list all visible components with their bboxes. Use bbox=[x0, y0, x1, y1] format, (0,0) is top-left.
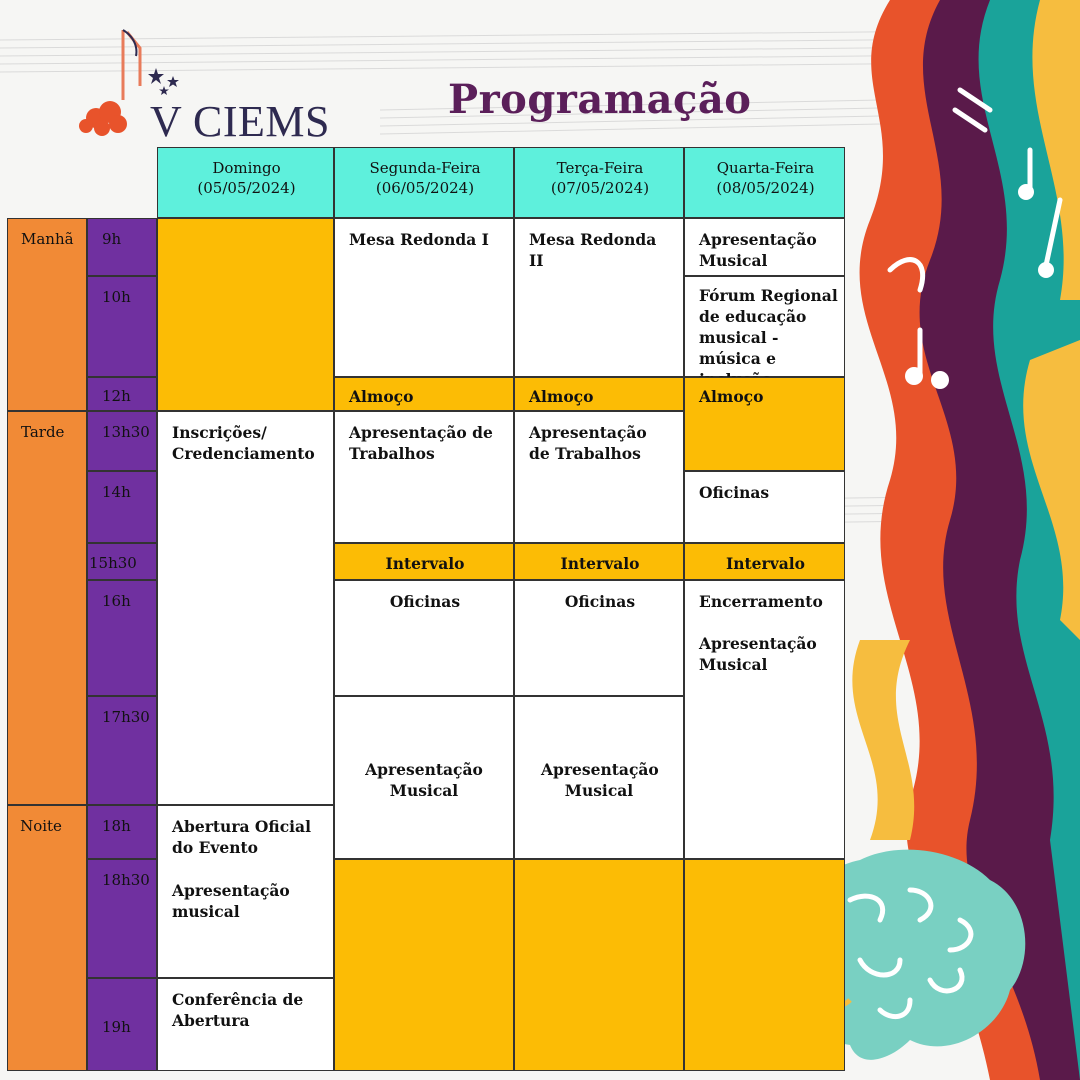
time-9h: 9h bbox=[87, 218, 157, 276]
day-header-monday: Segunda-Feira (06/05/2024) bbox=[334, 147, 514, 218]
wednesday-evening-block bbox=[684, 859, 845, 1071]
time-16h: 16h bbox=[87, 580, 157, 696]
tuesday-papers: Apresentação de Trabalhos bbox=[514, 411, 684, 543]
time-14h: 14h bbox=[87, 471, 157, 543]
monday-evening-block bbox=[334, 859, 514, 1071]
tuesday-evening-block bbox=[514, 859, 684, 1071]
wednesday-workshops: Oficinas bbox=[684, 471, 845, 543]
period-afternoon: Tarde bbox=[7, 411, 87, 805]
day-name: Quarta-Feira bbox=[716, 159, 815, 177]
tuesday-workshops: Oficinas bbox=[514, 580, 684, 696]
time-17h30: 17h30 bbox=[87, 696, 157, 805]
sunday-registration: Inscrições/ Credenciamento bbox=[157, 411, 334, 805]
time-12h: 12h bbox=[87, 377, 157, 411]
day-date: (08/05/2024) bbox=[716, 179, 815, 197]
tuesday-lunch: Almoço bbox=[514, 377, 684, 411]
time-18h30: 18h30 bbox=[87, 859, 157, 978]
closing-music-label: Apresentação Musical bbox=[699, 634, 817, 674]
opening-music-label: Apresentação musical bbox=[172, 881, 290, 921]
day-name: Domingo bbox=[212, 159, 281, 177]
time-10h: 10h bbox=[87, 276, 157, 377]
monday-round-table: Mesa Redonda I bbox=[334, 218, 514, 377]
monday-lunch: Almoço bbox=[334, 377, 514, 411]
day-header-sunday: Domingo (05/05/2024) bbox=[157, 147, 334, 218]
time-13h30: 13h30 bbox=[87, 411, 157, 471]
time-19h: 19h bbox=[87, 978, 157, 1071]
tuesday-music: Apresentação Musical bbox=[514, 696, 684, 859]
sunday-opening: Abertura Oficial do Evento Apresentação … bbox=[157, 805, 334, 978]
sunday-conference: Conferência de Abertura bbox=[157, 978, 334, 1071]
monday-workshops: Oficinas bbox=[334, 580, 514, 696]
wednesday-forum: Fórum Regional de educação musical - mús… bbox=[684, 276, 845, 389]
monday-papers: Apresentação de Trabalhos bbox=[334, 411, 514, 543]
opening-label: Abertura Oficial do Evento bbox=[172, 817, 311, 857]
time-18h: 18h bbox=[87, 805, 157, 859]
period-morning: Manhã bbox=[7, 218, 87, 411]
logo-text: V CIEMS bbox=[150, 97, 330, 146]
closing-label: Encerramento bbox=[699, 592, 823, 611]
wednesday-break: Intervalo bbox=[684, 543, 845, 580]
wednesday-closing: Encerramento Apresentação Musical bbox=[684, 580, 845, 859]
decorative-waves bbox=[852, 0, 1080, 1080]
sunday-morning-block bbox=[157, 218, 334, 411]
monday-music: Apresentação Musical bbox=[334, 696, 514, 859]
day-name: Terça-Feira bbox=[556, 159, 644, 177]
day-header-tuesday: Terça-Feira (07/05/2024) bbox=[514, 147, 684, 218]
tuesday-round-table: Mesa Redonda II bbox=[514, 218, 684, 377]
time-15h30: 15h30 bbox=[87, 543, 157, 580]
day-date: (05/05/2024) bbox=[197, 179, 296, 197]
monday-break: Intervalo bbox=[334, 543, 514, 580]
day-name: Segunda-Feira bbox=[369, 159, 481, 177]
wednesday-music-morning: Apresentação Musical bbox=[684, 218, 845, 276]
page-title: Programação bbox=[448, 76, 752, 123]
period-night: Noite bbox=[7, 805, 87, 1071]
day-header-wednesday: Quarta-Feira (08/05/2024) bbox=[684, 147, 845, 218]
day-date: (06/05/2024) bbox=[375, 179, 475, 197]
wednesday-lunch: Almoço bbox=[684, 377, 845, 471]
tuesday-break: Intervalo bbox=[514, 543, 684, 580]
logo-mark-icon bbox=[79, 29, 179, 136]
day-date: (07/05/2024) bbox=[550, 179, 650, 197]
